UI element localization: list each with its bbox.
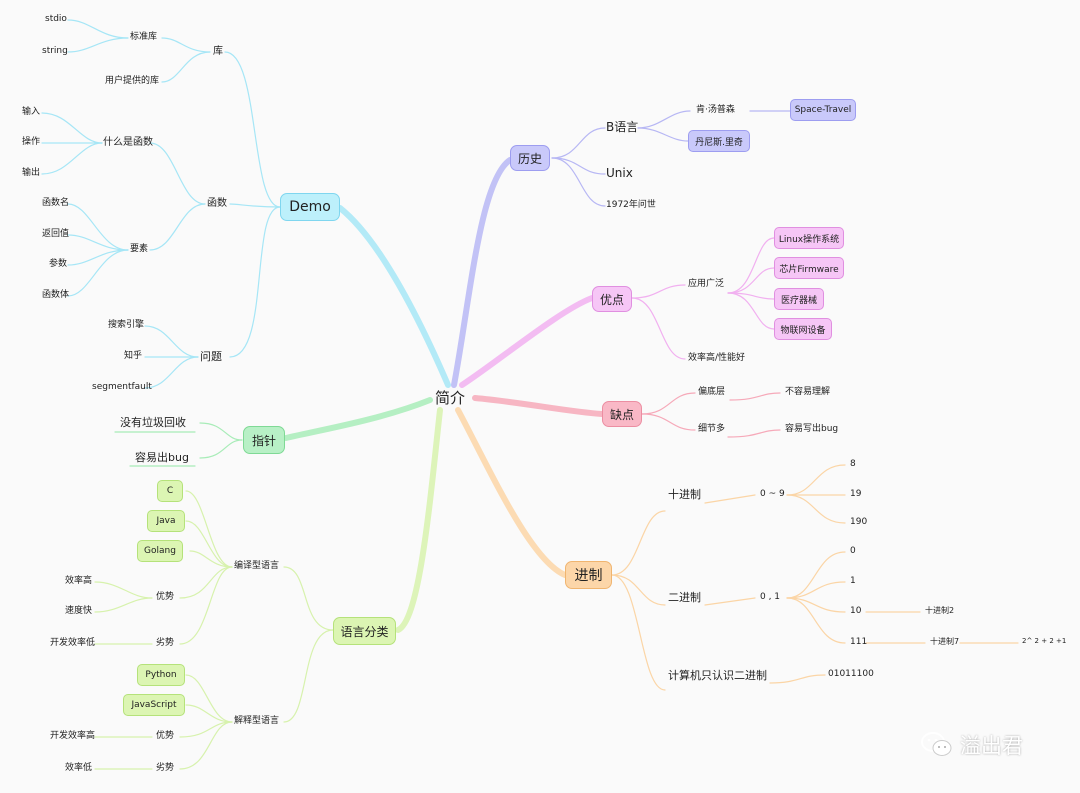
node-java[interactable]: Java — [147, 510, 185, 532]
node-decimal-digits[interactable]: 0 ~ 9 — [760, 489, 785, 499]
node-output[interactable]: 输出 — [22, 168, 41, 178]
node-bin-1[interactable]: 1 — [850, 576, 856, 586]
node-unix[interactable]: Unix — [606, 166, 633, 180]
node-dec-19[interactable]: 19 — [850, 489, 862, 499]
node-high-efficiency[interactable]: 效率高 — [65, 576, 93, 586]
node-zhihu[interactable]: 知乎 — [124, 351, 143, 361]
node-compiled-disadvantage[interactable]: 劣势 — [156, 638, 175, 648]
node-binary[interactable]: 二进制 — [668, 591, 701, 604]
topic-pointer[interactable]: 指针 — [243, 426, 285, 454]
node-string[interactable]: string — [42, 46, 68, 56]
node-question[interactable]: 问题 — [200, 350, 222, 363]
node-what-is-function[interactable]: 什么是函数 — [103, 137, 153, 148]
node-iot[interactable]: 物联网设备 — [774, 318, 832, 340]
node-bin-111-decimal[interactable]: 十进制7 — [930, 637, 960, 646]
node-segmentfault[interactable]: segmentfault — [92, 382, 152, 392]
node-search-engine[interactable]: 搜索引擎 — [108, 320, 145, 330]
topic-demo[interactable]: Demo — [280, 193, 340, 221]
topic-language[interactable]: 语言分类 — [333, 617, 396, 645]
watermark: 溢出君 — [920, 730, 1023, 760]
node-dec-8[interactable]: 8 — [850, 459, 856, 469]
node-operation[interactable]: 操作 — [22, 137, 41, 147]
node-function[interactable]: 函数 — [207, 198, 227, 209]
node-input[interactable]: 输入 — [22, 107, 41, 117]
topic-history[interactable]: 历史 — [510, 145, 550, 171]
node-hard-to-understand[interactable]: 不容易理解 — [785, 387, 831, 397]
center-topic[interactable]: 简介 — [435, 389, 466, 407]
node-bin-10-decimal[interactable]: 十进制2 — [925, 606, 955, 615]
watermark-text: 溢出君 — [960, 734, 1023, 758]
node-interpreted[interactable]: 解释型语言 — [234, 716, 280, 726]
node-medical[interactable]: 医疗器械 — [774, 288, 824, 310]
node-widely-used[interactable]: 应用广泛 — [688, 279, 725, 289]
node-return[interactable]: 返回值 — [42, 229, 70, 239]
topic-pros[interactable]: 优点 — [592, 286, 632, 312]
node-elements[interactable]: 要素 — [130, 244, 149, 254]
node-func-name[interactable]: 函数名 — [42, 198, 70, 208]
node-bug-prone[interactable]: 容易出bug — [135, 451, 189, 464]
node-1972[interactable]: 1972年问世 — [606, 200, 656, 210]
node-space-travel[interactable]: Space-Travel — [790, 99, 856, 121]
node-binary-value[interactable]: 01011100 — [828, 669, 874, 679]
node-firmware[interactable]: 芯片Firmware — [774, 257, 844, 279]
node-fast[interactable]: 速度快 — [65, 606, 93, 616]
topic-number-base[interactable]: 进制 — [565, 561, 612, 589]
node-ken[interactable]: 肯·汤普森 — [696, 105, 735, 115]
node-linux[interactable]: Linux操作系统 — [774, 227, 844, 249]
node-only-binary[interactable]: 计算机只认识二进制 — [668, 669, 767, 682]
node-low-efficiency[interactable]: 效率低 — [65, 763, 93, 773]
node-python[interactable]: Python — [137, 664, 185, 686]
node-bin-10[interactable]: 10 — [850, 606, 862, 616]
node-no-gc[interactable]: 没有垃圾回收 — [120, 416, 186, 429]
node-dev-high[interactable]: 开发效率高 — [50, 731, 96, 741]
node-interpreted-disadvantage[interactable]: 劣势 — [156, 763, 175, 773]
node-decimal[interactable]: 十进制 — [668, 488, 701, 501]
node-compiled[interactable]: 编译型语言 — [234, 561, 280, 571]
node-func-body[interactable]: 函数体 — [42, 290, 70, 300]
node-many-details[interactable]: 细节多 — [698, 424, 726, 434]
node-low-level[interactable]: 偏底层 — [698, 387, 726, 397]
node-dev-low[interactable]: 开发效率低 — [50, 638, 96, 648]
node-std-lib[interactable]: 标准库 — [130, 32, 158, 42]
node-b-lang[interactable]: B语言 — [606, 120, 639, 134]
node-param[interactable]: 参数 — [49, 259, 68, 269]
node-formula[interactable]: 2^ 2 + 2 +1 — [1022, 637, 1067, 645]
node-performance[interactable]: 效率高/性能好 — [688, 353, 746, 363]
node-javascript[interactable]: JavaScript — [123, 694, 185, 716]
node-golang[interactable]: Golang — [137, 540, 183, 562]
node-c[interactable]: C — [157, 480, 183, 502]
node-dec-190[interactable]: 190 — [850, 517, 868, 527]
node-lib[interactable]: 库 — [213, 46, 223, 57]
node-bin-0[interactable]: 0 — [850, 546, 856, 556]
node-bin-111[interactable]: 111 — [850, 637, 868, 647]
node-stdio[interactable]: stdio — [45, 14, 67, 24]
topic-cons[interactable]: 缺点 — [602, 401, 642, 427]
node-binary-digits[interactable]: 0 , 1 — [760, 592, 781, 602]
node-interpreted-advantage[interactable]: 优势 — [156, 731, 175, 741]
node-dennis[interactable]: 丹尼斯.里奇 — [688, 130, 750, 152]
wechat-icon — [921, 732, 952, 756]
node-compiled-advantage[interactable]: 优势 — [156, 592, 175, 602]
node-user-lib[interactable]: 用户提供的库 — [105, 76, 160, 86]
node-easy-bug[interactable]: 容易写出bug — [785, 424, 839, 434]
